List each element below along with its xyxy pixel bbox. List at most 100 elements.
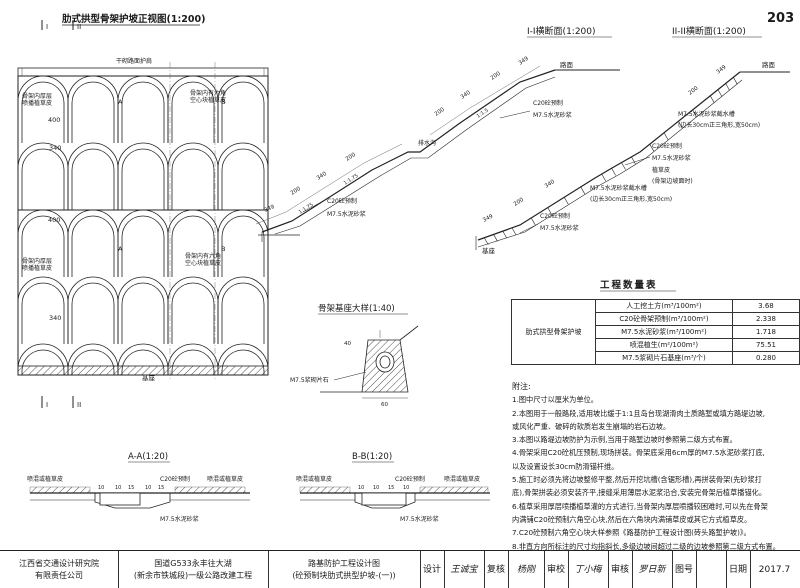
arch-rib — [217, 142, 268, 210]
project-line2: (新余市铁城段)一级公路改建工程 — [133, 570, 253, 580]
section1-dim-7: 349 — [518, 56, 530, 67]
elevation-arches — [18, 75, 268, 375]
section1-title: I-I横断面(1:200) — [527, 25, 596, 37]
elevation-section-b-top: B — [221, 98, 225, 106]
note-line: 6.植草采用厚层喷播植草灌的方式进行,当骨架内厚层喷播较困难时,可以先在骨架 — [512, 501, 768, 511]
section-aa-grass-label: 喷混或植草皮 — [27, 475, 63, 483]
base-detail-shape — [320, 325, 419, 399]
arch-rib — [221, 349, 265, 375]
arch-rib — [167, 142, 219, 210]
drawing-no-value — [696, 551, 727, 588]
section-bb-grass-label-r: 喷混或植草皮 — [444, 475, 480, 483]
anchor-tick — [717, 89, 723, 97]
note-line: 2.本图用于一般路段,适用坡比缓于1:1且岛台现湖滑肉土质路堑或填方路堤边坡, — [512, 408, 765, 418]
arch-rib — [221, 148, 265, 210]
section-bb-title: B-B(1:20) — [352, 452, 392, 462]
quantity-item: M7.5浆砌片石基座(m³/个) — [594, 351, 733, 365]
note-line: 底),骨架拼装必须安装齐平,接缝采用薄层水泥浆沿合,安装完骨架后植草播锚化。 — [512, 488, 767, 498]
anchor-tick — [725, 83, 730, 91]
anchor-tick — [709, 95, 715, 103]
arch-rib — [121, 215, 165, 277]
section1-slope — [258, 69, 620, 242]
approve-label: 审核 — [608, 551, 633, 588]
section2-title: II-II横断面(1:200) — [672, 25, 746, 37]
quantity-table-group: 肋式拱型骨架护坡 — [511, 299, 596, 365]
arch-rib — [21, 81, 65, 143]
section1-c20-label: C20砼预制 — [533, 99, 563, 107]
anchor-tick — [511, 227, 517, 235]
arch-rib — [121, 349, 165, 375]
section1-dim-lines — [255, 65, 541, 225]
check-label: 复核 — [484, 551, 509, 588]
section-aa-c20-label: C20砼预制 — [160, 475, 190, 483]
elevation-top-label: 干砌路面护肩 — [116, 57, 152, 65]
section-bb-dim-1: 10 — [373, 485, 379, 491]
section2-dim-3: 200 — [688, 85, 700, 96]
section-bb-dim-0: 10 — [358, 485, 364, 491]
title-block-project: 国道G533永丰往大湖 (新余市铁城段)一级公路改建工程 — [118, 551, 269, 588]
arch-rib — [21, 349, 65, 375]
arch-rib — [217, 75, 268, 143]
elevation-section-a-top: A — [118, 98, 123, 106]
note-line: 1.图中尺寸以厘米为单位。 — [512, 395, 598, 405]
section2-grass-label-sub: (骨架边坡面时) — [652, 177, 693, 185]
section-aa-dim-4: 15 — [158, 485, 164, 491]
section-aa-dim-3: 10 — [145, 485, 151, 491]
section2-c20-label: C20砼预制 — [652, 142, 682, 150]
title-block-drawing: 路基防护工程设计图 (砼预制块肋式拱型护坡-(一)) — [268, 551, 421, 588]
arch-rib — [217, 343, 268, 375]
title-block: 江西省交通设计研究院 有限责任公司 国道G533永丰往大湖 (新余市铁城段)一级… — [0, 550, 800, 588]
arch-rib — [221, 81, 265, 143]
institute-line1: 江西省交通设计研究院 — [19, 558, 99, 568]
note-line: 4.骨架采用C20砼机压预制,现场拼装。骨架底采用6cm厚的M7.5水泥砂浆打底… — [512, 448, 765, 458]
anchor-tick — [484, 237, 489, 245]
notes-title: 附注: — [512, 382, 531, 391]
quantity-item: M7.5水泥砂浆(m³/100m²) — [594, 325, 733, 339]
section2-dim-1: 200 — [513, 197, 526, 208]
elevation-section-b-bottom: B — [221, 245, 225, 253]
section2-dim-4: 349 — [716, 64, 728, 75]
arch-rib — [67, 142, 119, 210]
arch-rib — [21, 282, 65, 344]
arch-rib — [217, 209, 268, 277]
section1-dim-1: 200 — [290, 186, 302, 197]
elevation-fill-label-a2: 骨架内厚层喷播植草皮 — [22, 257, 52, 272]
arch-rib — [117, 276, 169, 344]
arch-rib — [171, 81, 215, 143]
section-bb-shape — [299, 486, 490, 509]
section2-m75-label-2: M7.5水泥砂浆截水槽 — [590, 184, 647, 192]
quantity-table: 肋式拱型骨架护坡 人工挖土方(m³/100m²) 3.68 C20砼骨架预制(m… — [511, 299, 800, 365]
section2-dim-0: 349 — [482, 213, 495, 223]
quantity-item: 人工挖土方(m³/100m²) — [594, 299, 733, 313]
base-detail-title: 骨架基座大样(1:40) — [318, 303, 395, 314]
design-signature: 王诚宝 — [444, 551, 485, 588]
section1-dim-6: 200 — [490, 71, 502, 82]
arch-rib — [117, 142, 169, 210]
elevation-dim-400-b: 400 — [48, 216, 60, 224]
anchor-tick — [502, 231, 508, 239]
section2-m75-label-c: M7.5水泥砂浆 — [652, 154, 691, 162]
drawing-canvas: 203 肋式拱型骨架护坡正视图(1:200) 干砌路面护肩 骨架内厚层喷播植草皮… — [17, 11, 794, 523]
elevation-fill-label-a1: 骨架内厚层喷播植草皮 — [22, 92, 52, 107]
anchor-tick — [493, 234, 498, 242]
section1-c20-leader-b — [302, 199, 326, 213]
anchor-tick — [621, 162, 626, 170]
note-line: 以及设置设长30cm防滑锚杆维。 — [512, 461, 619, 471]
arch-rib — [221, 282, 265, 344]
section2-anchors — [484, 77, 738, 245]
arch-rib — [67, 209, 119, 277]
elevation-section-a-bottom: A — [118, 245, 123, 253]
anchor-tick — [631, 156, 636, 165]
section2-grass-label: 植草皮 — [652, 166, 670, 174]
anchor-tick — [611, 168, 616, 176]
section1-m75-leader — [499, 110, 531, 119]
section-marker-2-bottom: II — [77, 401, 81, 409]
drawing-line1: 路基防护工程设计图 — [308, 558, 380, 568]
elevation-fill-label-b2: 骨架内有六角空心块植草皮 — [185, 252, 221, 267]
section-bb-c20-label: C20砼预制 — [395, 475, 425, 483]
section-aa-m75-label: M7.5水泥砂浆 — [160, 515, 199, 523]
institute-line2: 有限责任公司 — [35, 570, 83, 580]
arch-rib — [121, 81, 165, 143]
elevation-centerlines — [169, 62, 216, 380]
arch-rib — [71, 148, 115, 210]
